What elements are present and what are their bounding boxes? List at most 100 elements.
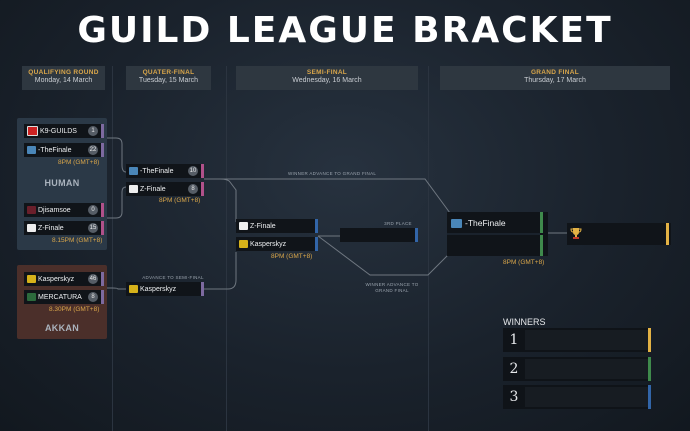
kasperskyz-logo-icon (129, 285, 138, 293)
match-slot[interactable]: -TheFinale 22 (24, 143, 104, 157)
thefinale-logo-icon (129, 167, 138, 175)
final-slot[interactable]: -TheFinale (447, 212, 548, 256)
slot-color-bar (201, 164, 204, 178)
match-slot[interactable]: Djisamsoe 0 (24, 203, 104, 217)
slot-color-bar (540, 212, 543, 233)
round-date: Monday, 14 March (34, 77, 93, 84)
match-time: 8PM (GMT+8) (271, 253, 313, 260)
score-badge: 1 (88, 126, 98, 136)
match-slot[interactable]: Kasperskyz (126, 282, 204, 296)
match-slot[interactable]: Kasperskyz 46 (24, 272, 104, 286)
round-date: Wednesday, 16 March (292, 77, 362, 84)
connector-line (104, 186, 127, 219)
connector-line (317, 235, 451, 276)
column-divider (428, 66, 429, 431)
team-name: Djisamsoe (38, 206, 71, 214)
champion-slot[interactable] (567, 223, 671, 245)
advance-note: WINNER ADVANCE TO GRAND FINAL (288, 171, 377, 176)
rank-color-bar (648, 385, 651, 409)
team-name: Kasperskyz (38, 275, 75, 283)
slot-color-bar (201, 282, 204, 296)
team-name: -TheFinale (38, 146, 72, 154)
third-place-slot[interactable] (340, 228, 418, 242)
round-header-quarter-final: QUATER-FINAL Tuesday, 15 March (126, 66, 211, 90)
slot-color-bar (101, 203, 104, 217)
page-title: GUILD LEAGUE BRACKET (77, 10, 613, 51)
advance-note: GRAND FINAL (375, 288, 409, 293)
slot-color-bar (201, 182, 204, 196)
team-name: Z-Finale (250, 222, 276, 230)
thefinale-logo-icon (451, 218, 462, 228)
match-time: 8PM (GMT+8) (503, 259, 545, 266)
score-badge: 0 (88, 205, 98, 215)
slot-color-bar (101, 272, 104, 286)
score-badge: 46 (88, 274, 98, 284)
match-time: 8PM (GMT+8) (58, 159, 100, 166)
team-name: -TheFinale (465, 218, 506, 228)
match-slot[interactable]: K9-GUILDS 1 (24, 124, 104, 138)
round-date: Tuesday, 15 March (138, 77, 199, 84)
round-header-grand-final: GRAND FINAL Thursday, 17 March (440, 66, 670, 90)
column-divider (226, 66, 227, 431)
kasperskyz-logo-icon (27, 275, 36, 283)
match-time: 8PM (GMT+8) (159, 197, 201, 204)
winner-slot (525, 359, 648, 379)
team-name: K9-GUILDS (40, 127, 77, 135)
round-name: QUATER-FINAL (142, 69, 195, 76)
slot-color-bar (666, 223, 669, 245)
group-name-human: HUMAN (44, 178, 80, 188)
winner-rank-1[interactable]: 1 (503, 328, 651, 352)
match-slot[interactable]: MERCATURA 8 (24, 290, 104, 304)
thefinale-logo-icon (27, 146, 36, 154)
team-name: -TheFinale (140, 167, 174, 175)
connector-line (104, 137, 127, 173)
score-badge: 10 (188, 166, 198, 176)
score-badge: 15 (88, 223, 98, 233)
match-time: 8.30PM (GMT+8) (49, 306, 100, 313)
slot-color-bar (101, 143, 104, 157)
slot-color-bar (315, 219, 318, 233)
djisamsoe-logo-icon (27, 206, 36, 214)
round-header-qualifying: QUALIFYING ROUND Monday, 14 March (22, 66, 105, 90)
slot-color-bar (101, 221, 104, 235)
connector-line (300, 178, 451, 214)
winner-rank-3[interactable]: 3 (503, 385, 651, 409)
rank-number: 2 (509, 361, 519, 377)
z-finale-logo-icon (129, 185, 138, 193)
round-name: SEMI-FINAL (306, 69, 348, 76)
group-name-akkan: AKKAN (45, 323, 79, 333)
team-name: MERCATURA (38, 293, 82, 301)
advance-note: WINNER ADVANCE TO (365, 282, 419, 287)
team-name: Kasperskyz (140, 285, 177, 293)
slot-color-bar (415, 228, 418, 242)
score-badge: 8 (88, 292, 98, 302)
winner-slot (525, 330, 648, 350)
round-date: Thursday, 17 March (524, 77, 586, 84)
column-divider (112, 66, 113, 431)
match-slot[interactable]: Z-Finale 8 (126, 182, 204, 196)
match-slot[interactable]: Kasperskyz (236, 237, 318, 251)
connector-line (204, 178, 237, 222)
rank-number: 1 (509, 332, 519, 348)
mercatura-logo-icon (27, 293, 36, 301)
k9-guilds-logo-icon (27, 126, 38, 136)
match-slot[interactable]: Z-Finale 15 (24, 221, 104, 235)
winner-rank-2[interactable]: 2 (503, 357, 651, 381)
connector-line (204, 252, 237, 290)
match-slot[interactable]: -TheFinale 10 (126, 164, 204, 178)
rank-color-bar (648, 328, 651, 352)
slot-divider (447, 233, 540, 235)
team-name: Z-Finale (38, 224, 64, 232)
advance-note: ADVANCE TO SEMI-FINAL (142, 275, 204, 280)
round-header-semi-final: SEMI-FINAL Wednesday, 16 March (236, 66, 418, 90)
score-badge: 8 (188, 184, 198, 194)
match-time: 8.15PM (GMT+8) (52, 237, 103, 244)
kasperskyz-logo-icon (239, 240, 248, 248)
rank-color-bar (648, 357, 651, 381)
third-place-label: 3RD PLACE (384, 221, 412, 226)
connector-line (104, 287, 126, 290)
match-slot[interactable]: Z-Finale (236, 219, 318, 233)
slot-color-bar (101, 290, 104, 304)
round-name: GRAND FINAL (530, 69, 580, 76)
